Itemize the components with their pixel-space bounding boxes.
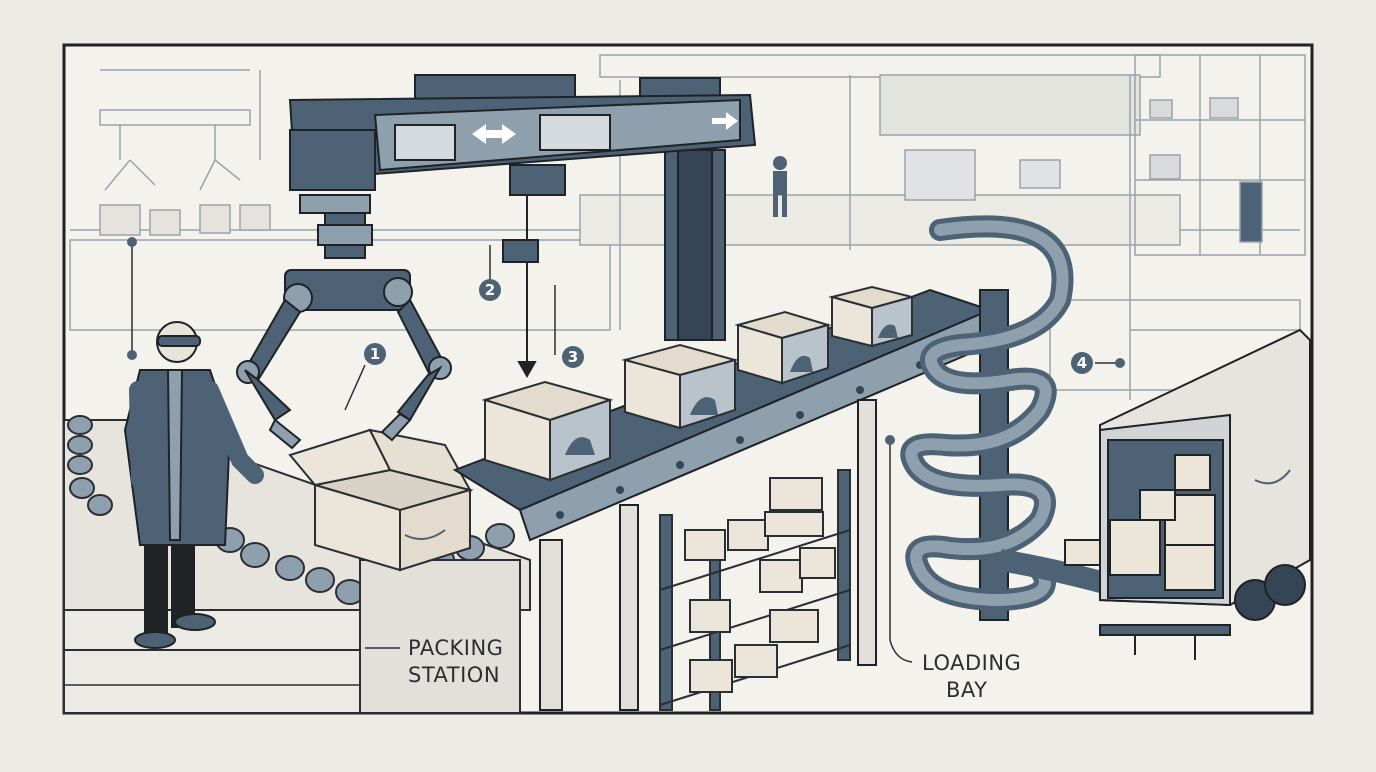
loading-bay-label-line2: BAY	[946, 678, 987, 702]
leader-dots	[127, 237, 1125, 445]
packing-station-label-line2: STATION	[408, 663, 500, 687]
step-marker-4-text: 4	[1077, 354, 1087, 372]
box-4	[828, 285, 916, 348]
step-marker-3-text: 3	[568, 348, 578, 366]
open-box	[288, 428, 474, 572]
step-marker-4: 4	[1071, 352, 1093, 374]
hanging-scanner	[502, 195, 539, 379]
step-marker-1-text: 1	[370, 345, 380, 363]
box-1	[481, 380, 614, 482]
conveyor-boxes	[481, 285, 916, 482]
step-marker-3: 3	[562, 346, 584, 368]
background-worker	[773, 156, 787, 217]
arrow-down-icon	[517, 361, 537, 379]
amazon-smile-logo	[404, 529, 446, 540]
arrow-left-right-icon	[472, 124, 516, 144]
box-2	[621, 343, 739, 430]
packing-station-label: PACKING STATION	[408, 636, 503, 687]
box-3	[734, 310, 832, 385]
truck	[1099, 328, 1311, 660]
step-marker-2-text: 2	[485, 281, 495, 299]
step-marker-1: 1	[364, 343, 386, 365]
robotic-gripper	[236, 269, 452, 450]
leader-lines	[131, 242, 1120, 663]
gantry	[288, 74, 757, 341]
loading-bay-label: LOADING BAY	[922, 651, 1021, 702]
worker	[123, 321, 264, 649]
packing-station-label-line1: PACKING	[408, 636, 503, 660]
loading-bay-label-line1: LOADING	[922, 651, 1021, 675]
shelving-unit	[659, 469, 851, 711]
arrow-right-icon	[712, 112, 738, 130]
step-marker-2: 2	[479, 279, 501, 301]
